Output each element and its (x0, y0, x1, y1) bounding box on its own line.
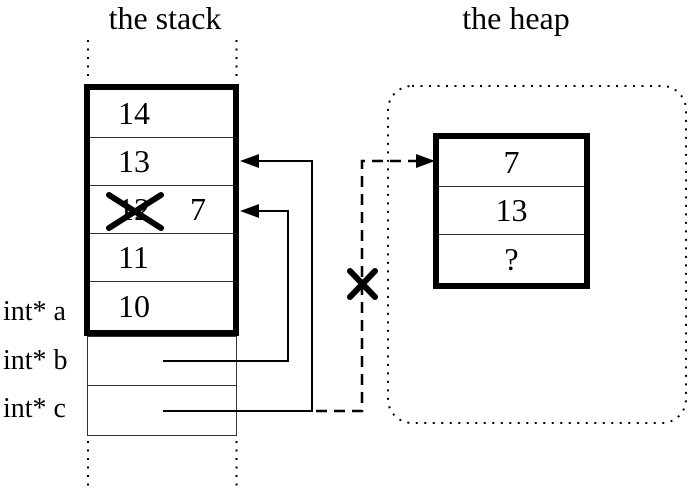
pointer-row-c (88, 386, 236, 435)
label-int-a: int* a (3, 296, 66, 327)
stack-cell-10: 10 (90, 282, 233, 330)
stack-frame-box: 14 13 12 7 11 10 (84, 84, 239, 336)
heap-cell-7: 7 (439, 139, 584, 187)
arrowhead-icon (240, 204, 259, 218)
heap-cell-value: 13 (495, 192, 528, 228)
arrowhead-icon (240, 154, 259, 168)
label-int-b: int* b (3, 345, 68, 376)
stack-cell-11: 11 (90, 234, 233, 282)
heap-title: the heap (462, 0, 570, 36)
stack-cell-value: 13 (118, 143, 150, 179)
stack-cell-new-value: 7 (190, 191, 206, 227)
pointer-row-b (88, 337, 236, 387)
stack-cell-value: 10 (118, 287, 150, 324)
heap-cell-unknown: ? (439, 235, 584, 283)
dangling-pointer-dashed-arrow (316, 154, 435, 413)
invalid-pointer-cross-icon (347, 268, 378, 300)
stack-cell-old-value: 12 (118, 191, 150, 227)
heap-cell-13: 13 (439, 187, 584, 235)
stack-cell-14: 14 (90, 90, 233, 138)
heap-block-box: 7 13 ? (433, 133, 590, 289)
stack-cell-overwritten: 12 7 (90, 186, 233, 234)
label-int-c: int* c (3, 393, 66, 424)
stack-pointer-rows (87, 336, 237, 436)
heap-cell-value: 7 (503, 144, 520, 180)
heap-cell-value: ? (504, 240, 519, 277)
stack-cell-value: 14 (118, 95, 150, 131)
stack-cell-value: 11 (118, 239, 149, 275)
stack-title: the stack (108, 0, 222, 36)
stack-cell-13: 13 (90, 138, 233, 186)
